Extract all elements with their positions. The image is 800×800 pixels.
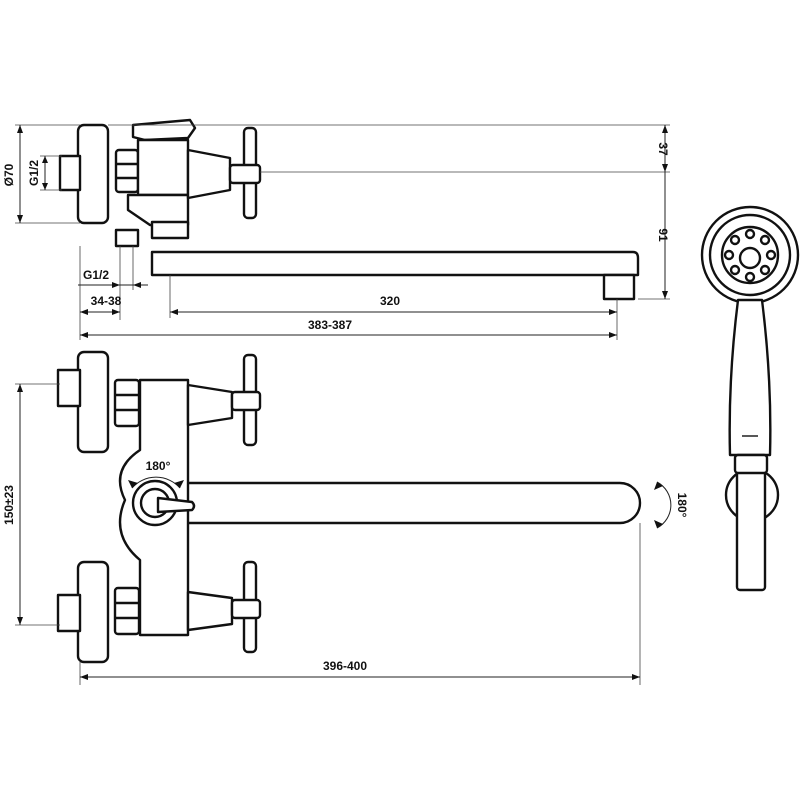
shower-handle-lower	[735, 458, 767, 592]
side-spout-collar	[150, 220, 190, 240]
dimension-labels: Ø70 G1/2 37 91 G1/2 34-38 320 383-387 15…	[2, 142, 689, 673]
side-wall-flange	[76, 123, 110, 225]
label-thread-bottom: G1/2	[83, 268, 109, 282]
label-spacing-150: 150±23	[2, 485, 16, 525]
side-hex-nut	[114, 148, 140, 194]
label-height-37: 37	[656, 142, 670, 156]
dimension-lines	[15, 124, 670, 685]
side-valve-housing	[186, 148, 232, 200]
label-height-91: 91	[656, 228, 670, 242]
front-top-nut	[113, 378, 141, 428]
label-diameter: Ø70	[2, 163, 16, 186]
front-bottom-nut	[113, 586, 141, 636]
side-spout-aerator	[602, 273, 636, 301]
label-spout-320: 320	[380, 294, 400, 308]
shower-nozzles	[723, 228, 777, 283]
label-thread-top: G1/2	[27, 160, 41, 186]
front-view	[56, 350, 672, 664]
hand-shower	[700, 205, 800, 592]
label-length-383-387: 383-387	[308, 318, 352, 332]
side-spout	[150, 250, 640, 277]
side-inlet-pipe	[58, 154, 82, 192]
front-top-flange	[76, 350, 110, 454]
label-length-396-400: 396-400	[323, 659, 367, 673]
shower-handle	[728, 298, 772, 457]
side-shower-outlet	[114, 228, 140, 248]
front-spout	[153, 481, 642, 525]
front-bottom-flange	[76, 560, 110, 664]
label-rotation-right: 180°	[675, 493, 689, 518]
front-diverter-lever	[156, 496, 196, 514]
side-diverter-lever	[131, 118, 197, 142]
rotation-arc-right	[656, 481, 672, 529]
side-view	[58, 118, 640, 301]
label-rotation-left: 180°	[146, 459, 171, 473]
side-mixer-body	[136, 138, 190, 197]
label-range-34-38: 34-38	[91, 294, 122, 308]
